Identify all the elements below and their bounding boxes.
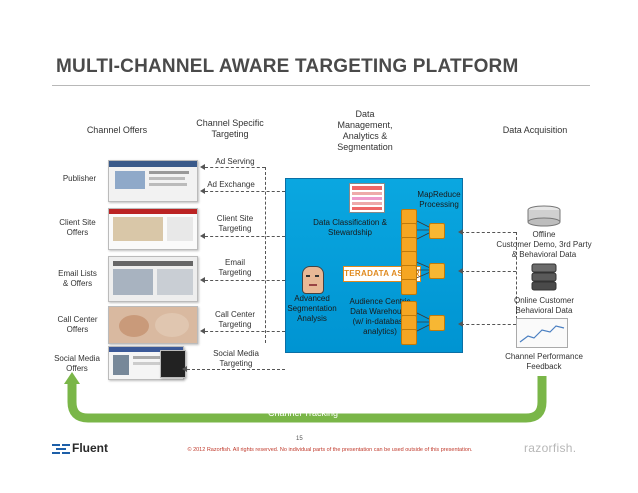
classification-label: Data Classification &Stewardship xyxy=(313,218,387,237)
social-video-thumbnail xyxy=(160,350,186,378)
offer-email-label: Email Lists& Offers xyxy=(58,269,97,288)
arrow-offline xyxy=(458,229,463,235)
connector-call-center xyxy=(205,331,285,332)
mr-hub-node xyxy=(429,263,445,279)
mr-hub-node xyxy=(429,223,445,239)
connector-online xyxy=(461,271,516,272)
copyright-notice: © 2012 Razorfish. All rights reserved. N… xyxy=(187,447,473,453)
online-database-stack-icon xyxy=(531,263,557,291)
connector-performance xyxy=(461,324,516,325)
header-channel-specific: Channel Specific Targeting xyxy=(196,118,264,139)
connector-social xyxy=(187,369,285,370)
channel-tracking-arrow xyxy=(64,372,547,423)
arrow-online xyxy=(458,268,463,274)
connector-ad-exchange xyxy=(205,191,285,192)
arrow-ad-serving xyxy=(200,164,205,170)
arrow-call-center xyxy=(200,328,205,334)
connector-vertical-trunk xyxy=(265,167,266,343)
offer-publisher-label: Publisher xyxy=(62,174,97,183)
analyst-face-icon xyxy=(302,266,324,294)
header-data-management: Data Management, Analytics & Segmentatio… xyxy=(337,109,393,152)
channel-tracking-label: Channel Tracking xyxy=(267,408,339,418)
connector-acq-trunk xyxy=(516,232,517,324)
header-channel-offers: Channel Offers xyxy=(86,125,148,135)
arrow-social xyxy=(182,366,187,372)
razorfish-logo: razorfish. xyxy=(524,441,577,455)
mr-hub-node xyxy=(429,315,445,331)
target-ad-serving-label: Ad Serving xyxy=(215,157,255,166)
publisher-thumbnail xyxy=(108,160,198,202)
offline-database-icon xyxy=(527,205,561,227)
email-thumbnail xyxy=(108,256,198,302)
header-data-acquisition: Data Acquisition xyxy=(502,125,568,135)
connector-client-site xyxy=(205,236,285,237)
fluent-logo-mark-icon xyxy=(52,444,70,454)
connector-offline xyxy=(461,232,516,233)
connector-email xyxy=(205,280,285,281)
page-number: 15 xyxy=(296,436,303,442)
client-site-thumbnail xyxy=(108,208,198,250)
mr-node xyxy=(401,279,417,295)
title-divider xyxy=(52,85,590,86)
mr-node xyxy=(401,329,417,345)
target-ad-exchange-label: Ad Exchange xyxy=(207,180,255,189)
connector-ad-serving xyxy=(205,167,265,168)
data-table-icon xyxy=(349,183,385,213)
call-center-thumbnail xyxy=(108,306,198,344)
arrow-ad-exchange xyxy=(200,188,205,194)
performance-chart-icon xyxy=(516,318,568,348)
arrow-email xyxy=(200,277,205,283)
page-title: MULTI-CHANNEL AWARE TARGETING PLATFORM xyxy=(56,56,519,77)
arrow-performance xyxy=(458,321,463,327)
arrow-client-site xyxy=(200,233,205,239)
